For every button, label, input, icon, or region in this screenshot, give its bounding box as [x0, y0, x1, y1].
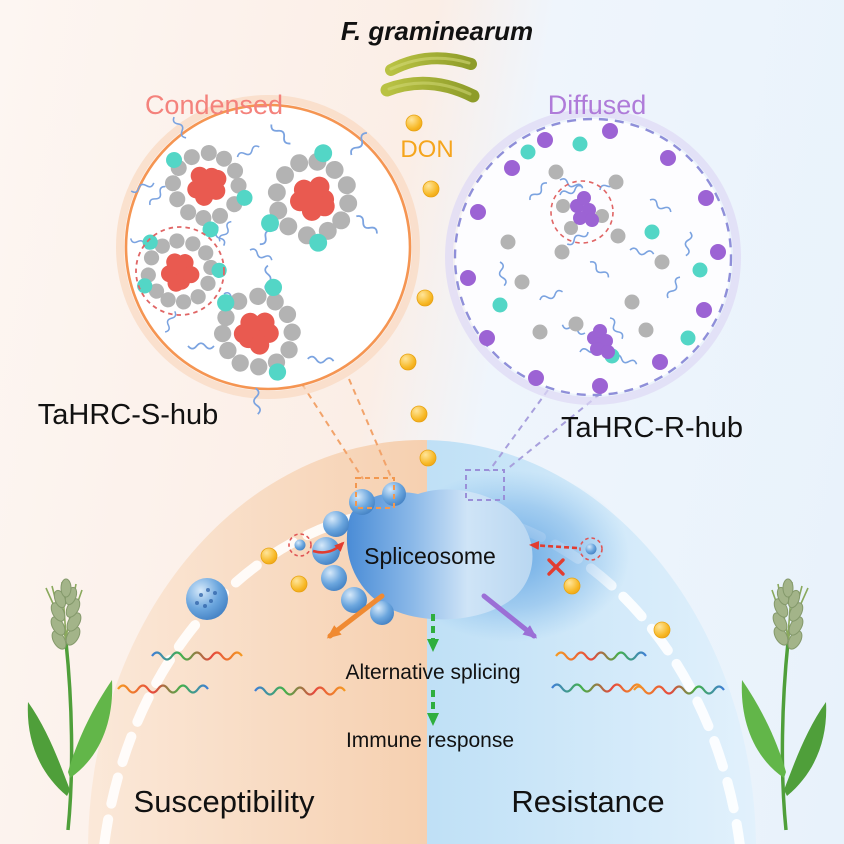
zoom-box-right: [465, 469, 505, 501]
resistance-label: Resistance: [511, 784, 664, 819]
don-label: DON: [400, 136, 453, 163]
spliceosome-label: Spliceosome: [364, 543, 496, 569]
activation-left: [288, 533, 345, 557]
inhibition-right: [529, 537, 603, 576]
diffused-hub: [445, 109, 741, 405]
monomer-highlight-circle: [550, 180, 614, 244]
pathogen-label: F. graminearum: [341, 16, 533, 46]
zoom-box-left: [355, 477, 395, 509]
susceptibility-label: Susceptibility: [134, 784, 315, 819]
condensate-highlight-circle: [135, 226, 225, 316]
susceptible-arrow: [326, 593, 385, 639]
cell-membrane-dashes: [99, 503, 745, 844]
zoom-connectors-left: [301, 378, 392, 480]
wheat-resistant-icon: [740, 577, 828, 832]
fusarium-spore-icon: [380, 52, 480, 103]
don-molecules: [260, 114, 671, 639]
r-hub-label: TaHRC-R-hub: [561, 412, 743, 444]
s-hub-label: TaHRC-S-hub: [38, 399, 219, 431]
diffused-monomers: [460, 123, 726, 394]
condensed-label: Condensed: [145, 90, 283, 120]
diffused-label: Diffused: [548, 90, 647, 120]
condensed-hub: [113, 95, 420, 434]
zoom-connectors-right: [488, 389, 601, 472]
red-x-icon: [547, 558, 565, 576]
resistant-arrow: [481, 593, 538, 639]
alt-splicing-label: Alternative splicing: [345, 661, 520, 684]
immune-response-label: Immune response: [346, 729, 514, 752]
free-granule: [186, 578, 228, 620]
